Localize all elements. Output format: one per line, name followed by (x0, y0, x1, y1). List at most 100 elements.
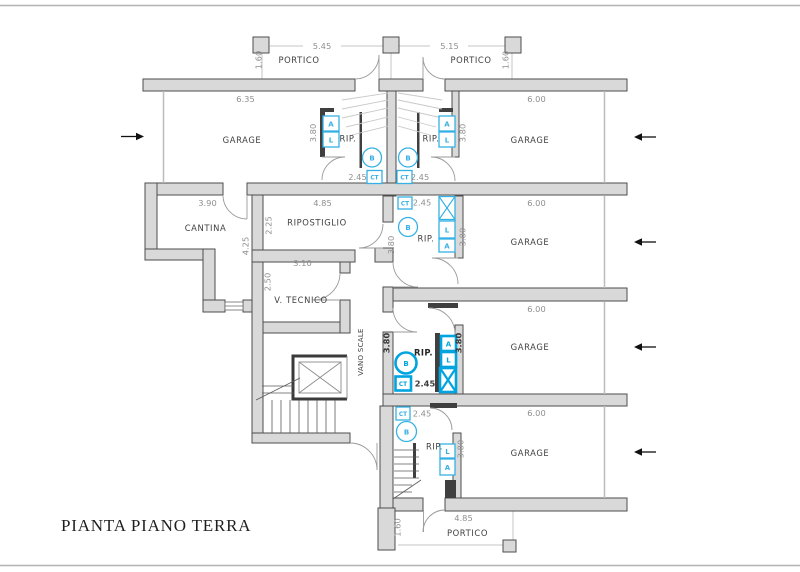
boiler-label: B (404, 429, 409, 437)
cantina-west-wall (144, 182, 158, 261)
shaft-l-box (438, 220, 456, 239)
dim-380: 3.80 (458, 228, 468, 246)
portico-tr-width: 5.15 (440, 41, 458, 51)
shaft-a-label: A (444, 121, 450, 129)
stair-hall-steps (255, 377, 336, 433)
rip-label: RIP. (339, 134, 356, 144)
rip-label: RIP. (414, 348, 433, 358)
boiler-circle (394, 351, 418, 375)
unit-r2: CT 2.45 B L A RIP. 3.80 3.80 (386, 195, 468, 254)
boiler-label: B (405, 155, 410, 163)
portico-b-label: PORTICO (447, 528, 488, 538)
elevator (291, 354, 348, 401)
arrow-left-icon (634, 133, 642, 141)
shaft-l-box (438, 131, 456, 148)
shaft-l-box (322, 131, 340, 148)
shaft-l-label: L (445, 137, 450, 145)
garage-r1-width: 6.00 (527, 94, 545, 104)
shaft-a-label: A (445, 464, 451, 472)
boiler-label: B (405, 224, 410, 232)
unit-r1-left: A L B CT RIP. 2.45 3.80 (308, 115, 383, 185)
column (252, 36, 270, 54)
garage-r1-label: GARAGE (511, 135, 550, 145)
shaft-l-box (439, 443, 456, 459)
shaft-l-label: L (445, 448, 450, 456)
arrow-left-icon (634, 343, 642, 351)
ct-box (394, 375, 413, 392)
dim-380: 3.80 (454, 333, 464, 354)
spine-wall-row1 (386, 90, 397, 197)
labels: 5.45 PORTICO 1.60 5.15 PORTICO 1.60 6.35… (185, 41, 550, 538)
ct-label: CT (400, 176, 408, 182)
shaft-a-label: A (446, 341, 452, 349)
ct-box (397, 196, 413, 210)
ripostiglio-width: 4.85 (313, 198, 331, 208)
window (224, 301, 244, 311)
column (504, 36, 522, 54)
boiler-circle (397, 216, 419, 238)
garage-r2-label: GARAGE (511, 237, 550, 247)
dim-380: 3.80 (386, 236, 396, 254)
cantina-width: 3.90 (198, 198, 216, 208)
dim-245: 2.45 (411, 172, 429, 182)
garage-left-width: 6.35 (236, 94, 254, 104)
shaft-a-label: A (328, 121, 334, 129)
garage-r2-width: 6.00 (527, 198, 545, 208)
arrow-left-icon (634, 448, 642, 456)
boiler-label: B (403, 360, 408, 368)
shaft-l-label: L (446, 357, 451, 365)
boiler-circle (361, 147, 383, 168)
ct-label: CT (370, 176, 378, 182)
portico-tr-depth: 1.60 (501, 51, 511, 69)
stair-handrail (359, 112, 362, 168)
rip-label: RIP. (422, 134, 439, 144)
shaft-a-label: A (444, 243, 450, 251)
garage-r4-label: GARAGE (511, 448, 550, 458)
column (382, 36, 400, 54)
portico-tl-depth: 1.60 (254, 51, 264, 69)
arrow-left-icon (634, 238, 642, 246)
boiler-label: B (369, 155, 374, 163)
shaft-a-box (438, 238, 456, 253)
portico-lines (261, 45, 514, 546)
stair-handrail (413, 443, 416, 478)
shaft-a-box (322, 115, 340, 132)
ct-box (396, 169, 413, 185)
garage-r4-width: 6.00 (527, 408, 545, 418)
unit-r4: CT 2.45 B L A RIP. 3.80 (395, 406, 466, 476)
boiler-circle (397, 147, 419, 168)
stair-handrail (417, 112, 420, 168)
dim-245: 2.45 (413, 198, 431, 208)
ct-label: CT (399, 412, 407, 418)
stair-treads-row1 (341, 92, 443, 136)
shaft-a-box (439, 458, 456, 476)
arrow-right-icon (136, 132, 144, 141)
unit-r3-highlighted: A L B CT RIP. 2.45 3.80 3.80 (382, 333, 464, 394)
plan-title: PIANTA PIANO TERRA (61, 516, 251, 535)
portico-tr-label: PORTICO (450, 55, 491, 65)
ct-label: CT (401, 202, 409, 208)
dim-245: 2.45 (348, 172, 366, 182)
walls (142, 78, 628, 551)
shaft-l-label: L (329, 137, 334, 145)
ct-box (395, 406, 411, 421)
v-tecnico-label: V. TECNICO (274, 295, 327, 305)
column (502, 539, 517, 553)
portico-b-depth: 1.60 (393, 518, 403, 536)
portico-tl-width: 5.45 (313, 41, 331, 51)
ripostiglio-height: 2.25 (264, 216, 274, 234)
unit-r1-right: A L B CT RIP. 2.45 3.80 (396, 115, 468, 185)
stair-hall-south-wall (251, 432, 351, 444)
v-tecnico-height: 2.50 (263, 273, 273, 291)
vano-scale-label: VANO SCALE (357, 328, 365, 376)
rip-label: RIP. (426, 442, 443, 452)
dim-380: 3.80 (308, 124, 318, 142)
shaft-l-label: L (445, 227, 450, 235)
portico-tl-label: PORTICO (278, 55, 319, 65)
boiler-circle (395, 420, 418, 443)
v-tecnico-width: 3.10 (293, 258, 311, 268)
garage-left-label: GARAGE (223, 135, 262, 145)
portico-b-width: 4.85 (454, 513, 472, 523)
